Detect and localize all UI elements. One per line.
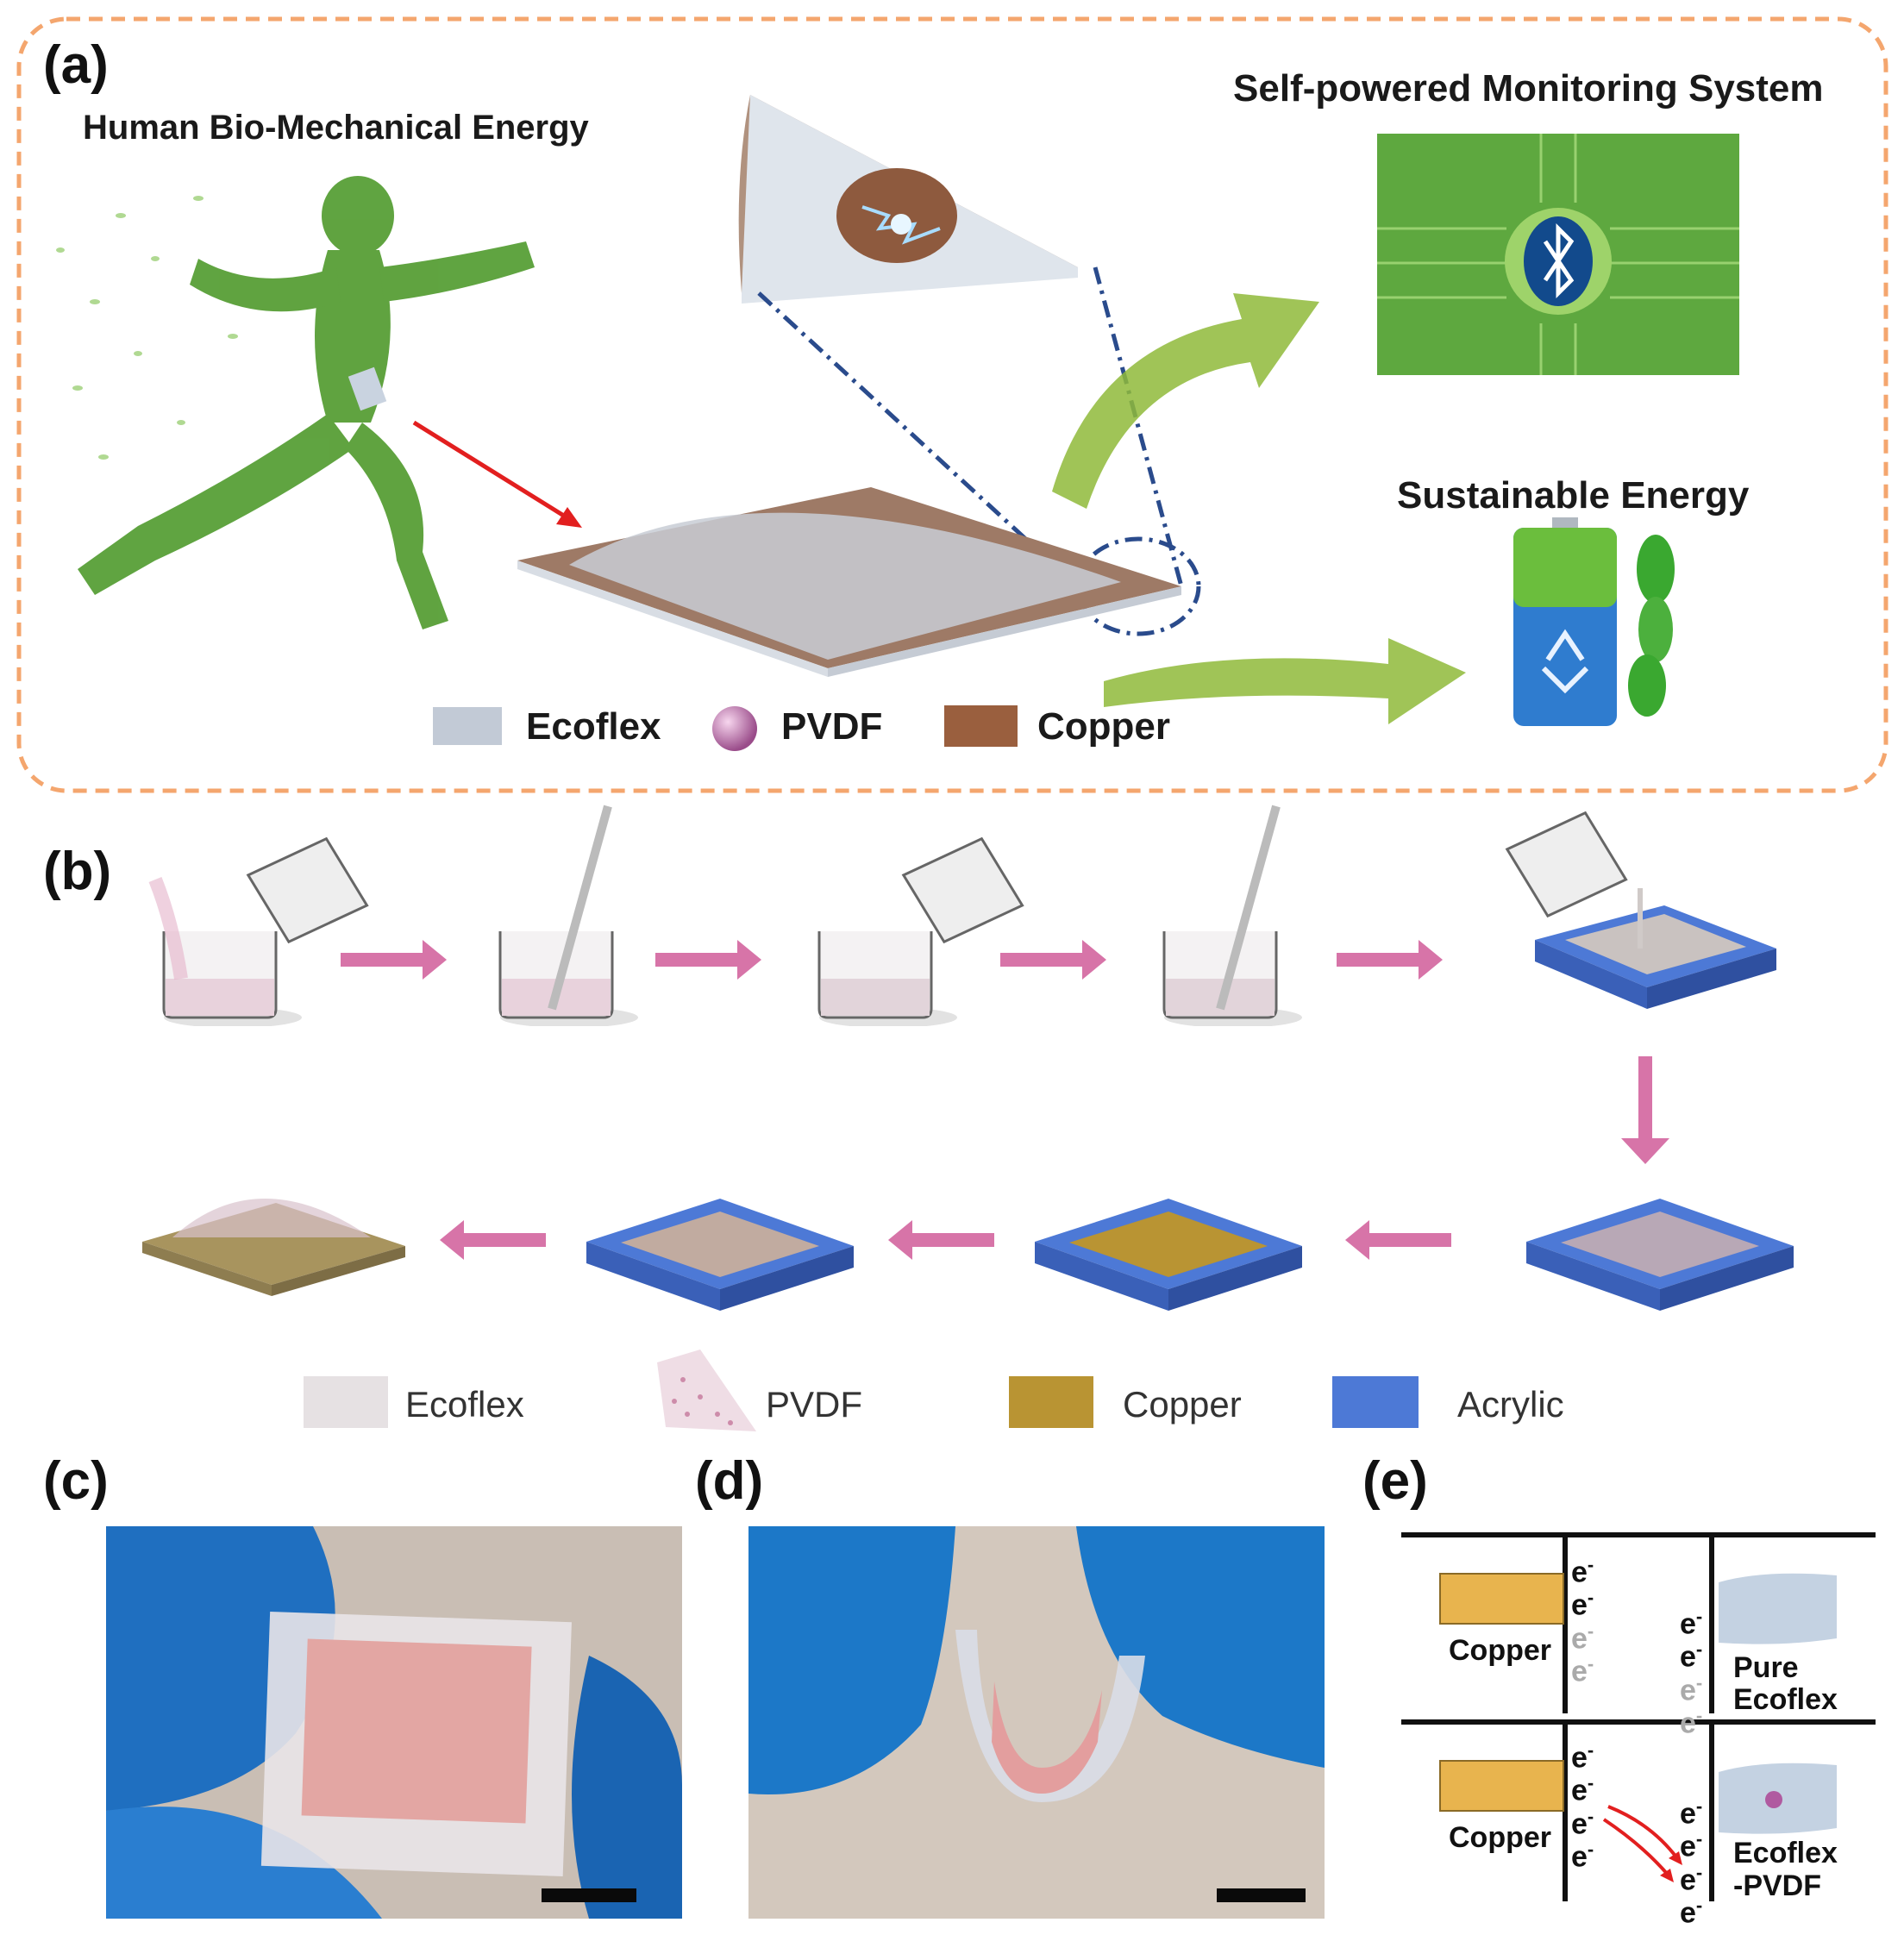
mold-cured-step xyxy=(1526,1199,1794,1311)
process-arrows-top xyxy=(341,940,1443,980)
legend-a-ecoflex-swatch xyxy=(433,707,502,745)
legend-b-copper-swatch xyxy=(1009,1376,1093,1428)
process-arrows-bottom xyxy=(440,1220,1451,1260)
charge-transfer-schematic xyxy=(1401,1532,1876,1901)
legend-a-ecoflex-label: Ecoflex xyxy=(526,705,661,748)
panel-c-label: (c) xyxy=(43,1451,109,1511)
device-patch xyxy=(348,366,387,411)
beaker-step-3 xyxy=(817,836,1024,1026)
beaker-step-1 xyxy=(148,836,369,1026)
legend-b-ecoflex-label: Ecoflex xyxy=(405,1384,524,1425)
legend-a-pvdf-swatch xyxy=(712,706,757,751)
panel-d-label: (d) xyxy=(695,1451,764,1511)
legend-b-ecoflex-swatch xyxy=(304,1376,388,1428)
bottom-copper-label: Copper xyxy=(1449,1821,1551,1854)
panel-b-label: (b) xyxy=(43,842,112,901)
ecoflex-block-top xyxy=(1719,1573,1837,1644)
leaf-runner-illustration xyxy=(56,176,582,629)
sustainable-energy-title: Sustainable Energy xyxy=(1397,474,1750,517)
device-slab xyxy=(517,487,1181,677)
photo-bent-device xyxy=(748,1526,1325,1919)
mold-copper-step xyxy=(1035,1199,1302,1311)
top-copper-label: Copper xyxy=(1449,1634,1551,1667)
monitoring-circuit-panel xyxy=(1377,134,1739,375)
scale-bar xyxy=(542,1888,636,1902)
copper-block-bottom xyxy=(1439,1760,1564,1812)
mold-cover-step xyxy=(586,1199,854,1311)
arrow-to-monitoring xyxy=(1052,293,1319,509)
process-steps-bottom xyxy=(142,1199,1794,1311)
arrow-to-energy xyxy=(1104,638,1466,724)
legend-b-acrylic-label: Acrylic xyxy=(1457,1384,1564,1425)
top-ecoflex-label-1: Pure xyxy=(1733,1651,1799,1684)
electrons-bottom-copper: e-e- e-e- xyxy=(1571,1739,1594,1874)
battery-illustration xyxy=(1513,517,1675,726)
beaker-step-2 xyxy=(498,805,638,1026)
process-steps-top xyxy=(148,805,1776,1026)
beaker-step-4 xyxy=(1162,805,1302,1026)
legend-a-copper-swatch xyxy=(944,705,1018,747)
process-arrow-down xyxy=(1621,1056,1669,1164)
panel-a-label: (a) xyxy=(43,35,109,95)
photo-flat-device xyxy=(106,1526,682,1919)
legend-a-pvdf-label: PVDF xyxy=(781,705,883,748)
human-energy-title: Human Bio-Mechanical Energy xyxy=(83,109,589,147)
bottom-ecoflex-label-1: Ecoflex xyxy=(1733,1837,1838,1869)
legend-b-copper-label: Copper xyxy=(1123,1384,1242,1425)
panel-a-border xyxy=(16,16,1888,793)
electrons-top-ecoflex: e-e- e-e- xyxy=(1680,1606,1703,1740)
electrons-bottom-ecoflex: e-e- e-e- xyxy=(1680,1795,1703,1930)
legend-b-pvdf-label: PVDF xyxy=(766,1384,863,1425)
bottom-ecoflex-label-2: -PVDF xyxy=(1733,1869,1821,1902)
recycle-icon xyxy=(1541,629,1589,694)
legend-b-pvdf-swatch xyxy=(657,1349,756,1431)
electron-transfer-arrows xyxy=(1602,1805,1679,1877)
mold-pour-step xyxy=(1505,811,1776,1009)
pvdf-particle xyxy=(1765,1791,1782,1808)
scale-bar xyxy=(1217,1888,1306,1902)
copper-block-top xyxy=(1439,1573,1564,1625)
finished-device-step xyxy=(142,1199,405,1296)
monitoring-system-title: Self-powered Monitoring System xyxy=(1233,67,1824,110)
top-ecoflex-label-2: Ecoflex xyxy=(1733,1683,1838,1716)
legend-a-copper-label: Copper xyxy=(1037,705,1170,748)
panel-e-label: (e) xyxy=(1362,1451,1428,1511)
legend-b-acrylic-swatch xyxy=(1332,1376,1419,1428)
zoomed-device-section xyxy=(738,95,1078,304)
electrons-top-copper: e-e- e-e- xyxy=(1571,1554,1594,1688)
